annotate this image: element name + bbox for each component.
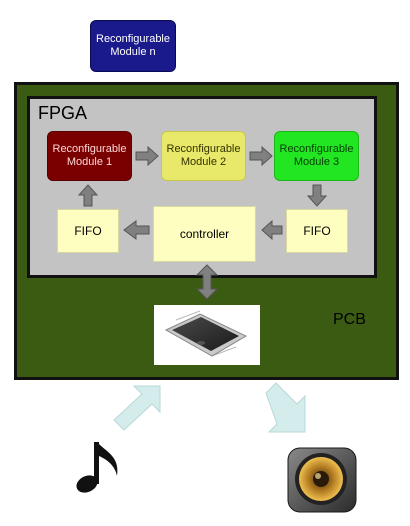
music-note-icon xyxy=(76,442,118,493)
reconfigurable-module-2: Reconfigurable Module 2 xyxy=(161,131,246,181)
module-2-line1: Reconfigurable xyxy=(166,143,241,155)
module-n-line1: Reconfigurable xyxy=(96,33,170,45)
arrow-fifo-to-m1 xyxy=(77,184,99,207)
module-2-line2: Module 2 xyxy=(180,156,227,168)
arrow-m3-to-fifo xyxy=(306,184,328,207)
reconfigurable-module-1: Reconfigurable Module 1 xyxy=(47,131,132,181)
arrow-m2-to-m3 xyxy=(249,145,273,167)
module-1-line2: Module 1 xyxy=(66,156,113,168)
reconfigurable-module-3: Reconfigurable Module 3 xyxy=(274,131,359,181)
speaker-icon xyxy=(287,447,357,513)
fifo-left: FIFO xyxy=(57,209,119,253)
controller-label: controller xyxy=(179,226,230,241)
module-3-line2: Module 3 xyxy=(293,156,340,168)
fifo-right: FIFO xyxy=(286,209,348,253)
controller-block: controller xyxy=(153,206,256,262)
fpga-label: FPGA xyxy=(38,103,88,123)
pcb-label: PCB xyxy=(333,311,366,328)
arrow-m1-to-m2 xyxy=(135,145,159,167)
module-1-line1: Reconfigurable xyxy=(52,143,127,155)
fifo-right-label: FIFO xyxy=(303,223,331,238)
reconfigurable-module-n: Reconfigurable Module n xyxy=(90,20,176,72)
arrow-controller-to-fifo xyxy=(123,220,150,240)
arrow-fifo-to-controller xyxy=(261,219,283,241)
module-n-line2: Module n xyxy=(110,46,156,58)
module-3-line1: Reconfigurable xyxy=(279,143,354,155)
arrow-controller-chip xyxy=(195,264,219,300)
input-arrow xyxy=(113,385,161,431)
microcontroller-chip-icon xyxy=(164,310,248,357)
fifo-left-label: FIFO xyxy=(74,223,102,238)
output-arrow xyxy=(265,382,306,433)
